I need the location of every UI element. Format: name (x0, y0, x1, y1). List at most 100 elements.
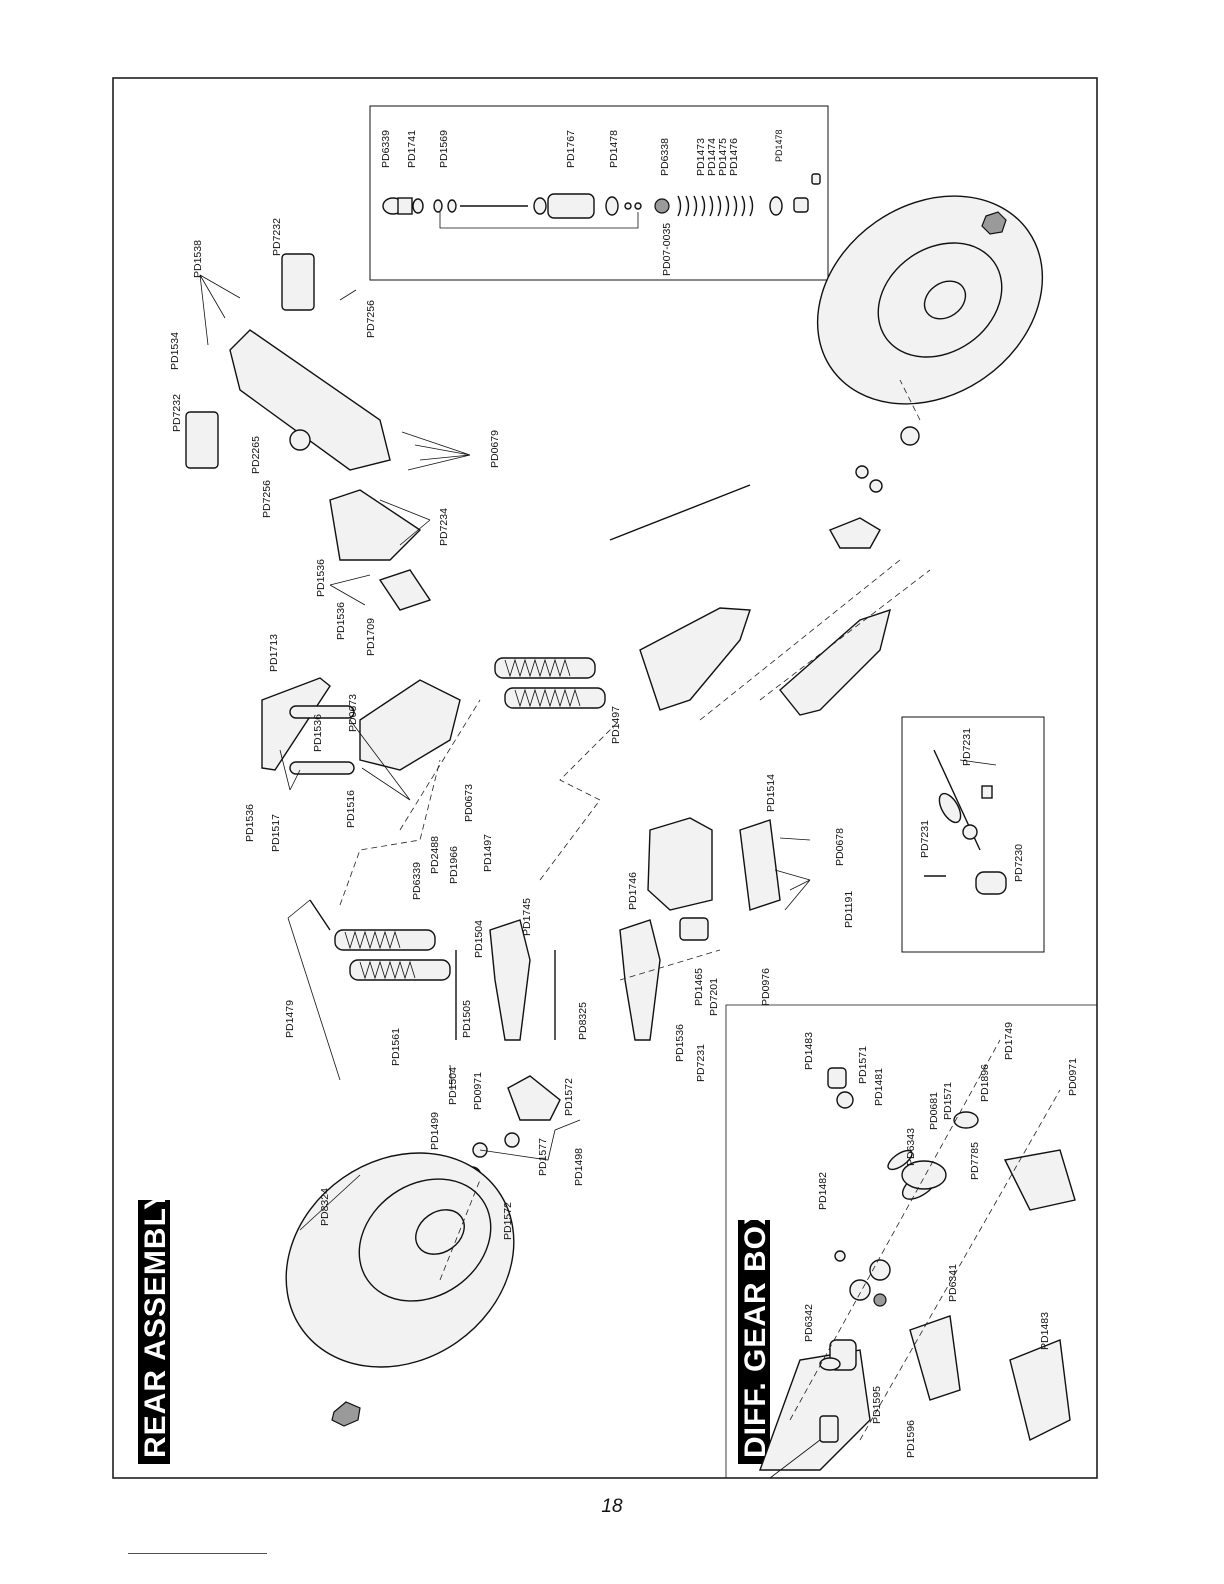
label-pd1499: PD1499 (429, 1112, 441, 1150)
label-pd7256-b: PD7256 (261, 480, 273, 518)
label-pd8325: PD8325 (577, 1002, 589, 1040)
rear-tire-left (285, 1152, 515, 1427)
label-pd1536-e: PD1536 (674, 1024, 686, 1062)
label-pd1577: PD1577 (537, 1138, 549, 1176)
axle-labels: PD7231 PD7231 PD7230 (919, 728, 1025, 882)
label-pd7231-a: PD7231 (695, 1044, 707, 1082)
label-pd1746: PD1746 (627, 872, 639, 910)
svg-text:REAR ASSEMBLY: REAR ASSEMBLY (139, 1189, 172, 1458)
label-pd7234: PD7234 (438, 508, 450, 546)
label-pd1571-a: PD1571 (857, 1046, 869, 1084)
label-pd7231-c: PD7231 (919, 820, 931, 858)
page-frame (112, 77, 1098, 1479)
label-pd1483-b: PD1483 (1039, 1312, 1051, 1350)
label-pd1595: PD1595 (871, 1386, 883, 1424)
label-pd8324: PD8324 (319, 1188, 331, 1226)
label-pd07-0035: PD07-0035 (661, 223, 673, 276)
label-pd1465: PD1465 (693, 968, 705, 1006)
label-pd0673-a: PD0673 (347, 694, 359, 732)
label-pd1476: PD1476 (728, 138, 740, 176)
label-pd6339-b: PD6339 (411, 862, 423, 900)
label-pd7232-a: PD7232 (171, 394, 183, 432)
lower-shocks (309, 899, 451, 981)
label-pd1497-b: PD1497 (482, 834, 494, 872)
label-pd1966: PD1966 (448, 846, 460, 884)
label-pd1745: PD1745 (521, 898, 533, 936)
label-pd1497-a: PD1497 (610, 706, 622, 744)
axle-inset-parts (924, 749, 1007, 895)
rear-lower-arms (455, 919, 661, 1041)
label-pd1474: PD1474 (706, 138, 718, 176)
label-pd1741: PD1741 (406, 130, 418, 168)
leader-lines (199, 274, 811, 1231)
label-pd1713: PD1713 (268, 634, 280, 672)
label-pd1534: PD1534 (169, 332, 181, 370)
rear-labels: PD7232 PD1534 PD1538 PD7232 PD7256 PD226… (169, 218, 855, 1240)
label-pd6338: PD6338 (659, 138, 671, 176)
label-pd1482: PD1482 (817, 1172, 829, 1210)
rear-assembly-title: REAR ASSEMBLY (138, 1189, 172, 1464)
diff-divider (725, 1004, 1097, 1478)
label-pd1516: PD1516 (345, 790, 357, 828)
label-pd1498: PD1498 (573, 1148, 585, 1186)
label-pd6341: PD6341 (947, 1264, 959, 1302)
shock-inset-box (369, 105, 829, 281)
label-pd1478-b: PD1478 (774, 129, 784, 162)
label-pd1572-a: PD1572 (563, 1078, 575, 1116)
label-pd1475: PD1475 (717, 138, 729, 176)
label-pd1569: PD1569 (438, 130, 450, 168)
label-pd6339-a: PD6339 (380, 130, 392, 168)
diff-gear-box-title: DIFF. GEAR BOX (738, 1204, 772, 1464)
label-pd1561: PD1561 (390, 1028, 402, 1066)
label-pd1483-a: PD1483 (803, 1032, 815, 1070)
label-pd6343: PD6343 (905, 1128, 917, 1166)
label-pd7201: PD7201 (708, 978, 720, 1016)
axle-inset-box (901, 716, 1045, 953)
label-pd1536-c: PD1536 (312, 714, 324, 752)
label-pd1479: PD1479 (284, 1000, 296, 1038)
label-pd1749: PD1749 (1003, 1022, 1015, 1060)
label-pd1505: PD1505 (461, 1000, 473, 1038)
label-pd1896: PD1896 (979, 1064, 991, 1102)
label-pd7785: PD7785 (969, 1142, 981, 1180)
shock-tower-and-body-mount (261, 677, 461, 775)
label-pd0673-b: PD0673 (463, 784, 475, 822)
footer-link-line[interactable] (128, 1553, 267, 1554)
rear-tire-right (816, 195, 1044, 405)
diff-gear-box-parts (759, 1039, 1076, 1479)
label-pd7232-b: PD7232 (271, 218, 283, 256)
label-pd1571-b: PD1571 (942, 1082, 954, 1120)
shock-labels: PD6339 PD1741 PD1569 PD1767 PD1478 PD633… (380, 129, 784, 276)
label-pd0678: PD0678 (834, 828, 846, 866)
label-pd0679: PD0679 (489, 430, 501, 468)
label-pd1767: PD1767 (565, 130, 577, 168)
label-pd1514: PD1514 (765, 774, 777, 812)
rear-lower-brace (329, 489, 432, 611)
label-pd1473: PD1473 (695, 138, 707, 176)
label-pd7231-b: PD7231 (961, 728, 973, 766)
label-pd7256-a: PD7256 (365, 300, 377, 338)
label-pd1709: PD1709 (365, 618, 377, 656)
label-pd1536-a: PD1536 (315, 559, 327, 597)
label-pd1538: PD1538 (192, 240, 204, 278)
svg-text:DIFF. GEAR BOX: DIFF. GEAR BOX (739, 1204, 772, 1458)
label-pd1596: PD1596 (905, 1420, 917, 1458)
label-pd0681: PD0681 (928, 1092, 940, 1130)
label-pd2488: PD2488 (429, 836, 441, 874)
label-pd1517: PD1517 (270, 814, 282, 852)
diff-labels: PD1483 PD1571 PD1481 PD1482 PD6343 PD068… (803, 1022, 1079, 1458)
label-pd1191: PD1191 (843, 891, 855, 928)
label-pd1572-b: PD1572 (502, 1202, 514, 1240)
label-pd1481: PD1481 (873, 1068, 885, 1106)
label-pd0971-b: PD0971 (1067, 1058, 1079, 1096)
page-number: 18 (601, 1496, 623, 1517)
gearbox-housing (647, 817, 781, 941)
label-pd1536-b: PD1536 (335, 602, 347, 640)
label-pd2265: PD2265 (250, 436, 262, 474)
rear-upper-brace (185, 253, 391, 471)
assembly-guide-lines (339, 379, 931, 1281)
label-pd1478-a: PD1478 (608, 130, 620, 168)
upper-shocks (494, 657, 606, 709)
label-pd0971: PD0971 (472, 1072, 484, 1110)
